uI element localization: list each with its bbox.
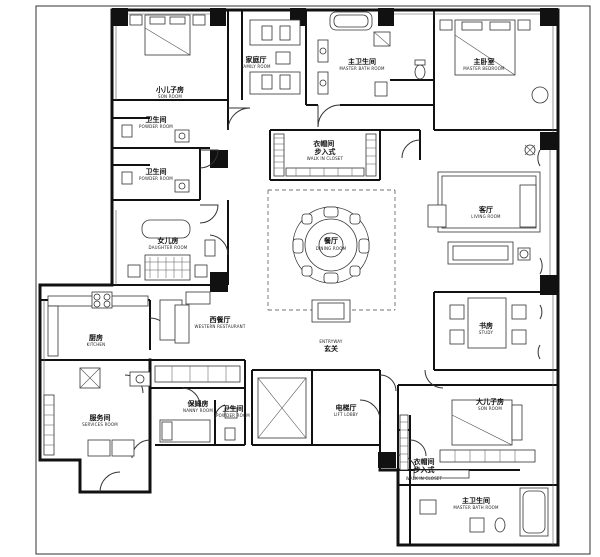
label-kitchen-en: KITCHEN — [87, 342, 106, 347]
interior-walls — [40, 10, 558, 545]
label-lift-lobby-cn: 电梯厅 — [336, 403, 357, 412]
label-daughter-room-en: DAUGHTER ROOM — [149, 245, 188, 250]
label-line: 步入式 — [414, 465, 435, 474]
label-dining-room-cn: 餐厅 — [323, 236, 338, 245]
label-dining-room-en: DINING ROOM — [316, 246, 347, 251]
label-services-room-cn: 服务间 — [90, 413, 111, 422]
label-master-bedroom-cn: 主卧室 — [474, 57, 495, 66]
label-line: 步入式 — [315, 147, 336, 156]
entry-table — [311, 299, 351, 323]
closet-rails-top — [273, 133, 377, 177]
label-powder-room-3-cn: 卫生间 — [223, 404, 244, 413]
label-master-bath-top-cn: 主卫生间 — [348, 57, 376, 66]
label-walk-in-closet-top-cn: 衣帽间 步入式 — [313, 139, 336, 156]
label-powder-room-3-en: POWDER ROOM — [216, 413, 250, 418]
outer-walls — [38, 8, 560, 547]
closet-rails-bottom — [399, 414, 470, 479]
label-son-room-bottom-cn: 大儿子房 — [476, 397, 504, 406]
label-powder-room-1-cn: 卫生间 — [146, 115, 167, 124]
label-study-en: STUDY — [479, 330, 494, 335]
room-labels: 小儿子房 SON ROOM 家庭厅 FAMILY ROOM 主卫生间 MASTE… — [82, 55, 505, 510]
label-western-restaurant-cn: 西餐厅 — [210, 315, 231, 324]
label-kitchen-cn: 厨房 — [89, 333, 103, 342]
label-walk-in-closet-top-en: WALK IN CLOSET — [307, 156, 344, 161]
dining-table — [267, 189, 396, 311]
kitchen-counters — [47, 291, 211, 357]
label-living-room-en: LIVING ROOM — [471, 214, 501, 219]
label-lift-lobby-en: LIFT LOBBY — [334, 412, 359, 417]
label-entryway-en: ENTRYWAY — [319, 339, 342, 344]
label-master-bath-top-en: MASTER BATH ROOM — [339, 66, 385, 71]
bathtub-bottom — [419, 487, 549, 537]
bed-daughter — [127, 219, 216, 281]
label-master-bedroom-en: MASTER BEDROOM — [463, 66, 505, 71]
powder-room-fixtures — [121, 124, 190, 193]
label-living-room-cn: 客厅 — [478, 205, 493, 214]
bed-son-room-top — [129, 14, 206, 56]
dimension-label: 225 — [380, 455, 393, 463]
bathtub-top — [317, 11, 426, 97]
label-son-room-top-en: SON ROOM — [158, 94, 182, 99]
label-western-restaurant-en: WESTERN RESTAURANT — [194, 324, 245, 329]
label-master-bath-bottom-en: MASTER BATH ROOM — [453, 505, 499, 510]
western-restaurant-counter — [174, 304, 190, 344]
drawing-frame — [35, 5, 591, 555]
family-room-sofas — [249, 19, 301, 95]
bed-son-room-bottom — [439, 399, 536, 463]
label-powder-room-1-en: POWDER ROOM — [139, 124, 173, 129]
label-walk-in-closet-bottom-cn: 衣帽间步入式 — [414, 457, 435, 474]
nanny-room-furniture — [154, 365, 241, 443]
label-services-room-en: SERVICES ROOM — [82, 422, 118, 427]
living-room-sofas — [427, 171, 541, 265]
label-son-room-bottom-en: SON ROOM — [478, 406, 502, 411]
label-walk-in-closet-top-line1: 衣帽间 — [313, 139, 334, 148]
lift-shaft — [257, 377, 307, 439]
label-master-bath-bottom-cn: 主卫生间 — [462, 496, 490, 505]
label-entryway-cn: 玄关 — [324, 344, 338, 353]
label-study-cn: 书房 — [479, 321, 493, 330]
label-nanny-room-en: NANNY ROOM — [183, 408, 213, 413]
label-nanny-room-cn: 保姆房 — [187, 399, 209, 408]
label-walk-in-closet-bottom-en: WALK IN CLOSET — [406, 476, 443, 481]
bed-master — [439, 19, 549, 104]
services-fixtures — [43, 367, 151, 457]
plant-master — [524, 144, 536, 156]
label-powder-room-2-cn: 卫生间 — [146, 167, 167, 176]
label-family-room-cn: 家庭厅 — [246, 55, 267, 64]
study-furniture — [449, 297, 527, 349]
structural-columns — [112, 8, 558, 468]
label-family-room-en: FAMILY ROOM — [241, 64, 271, 69]
label-daughter-room-cn: 女儿房 — [158, 236, 179, 245]
label-powder-room-2-en: POWDER ROOM — [139, 176, 173, 181]
label-son-room-top-cn: 小儿子房 — [155, 85, 184, 94]
